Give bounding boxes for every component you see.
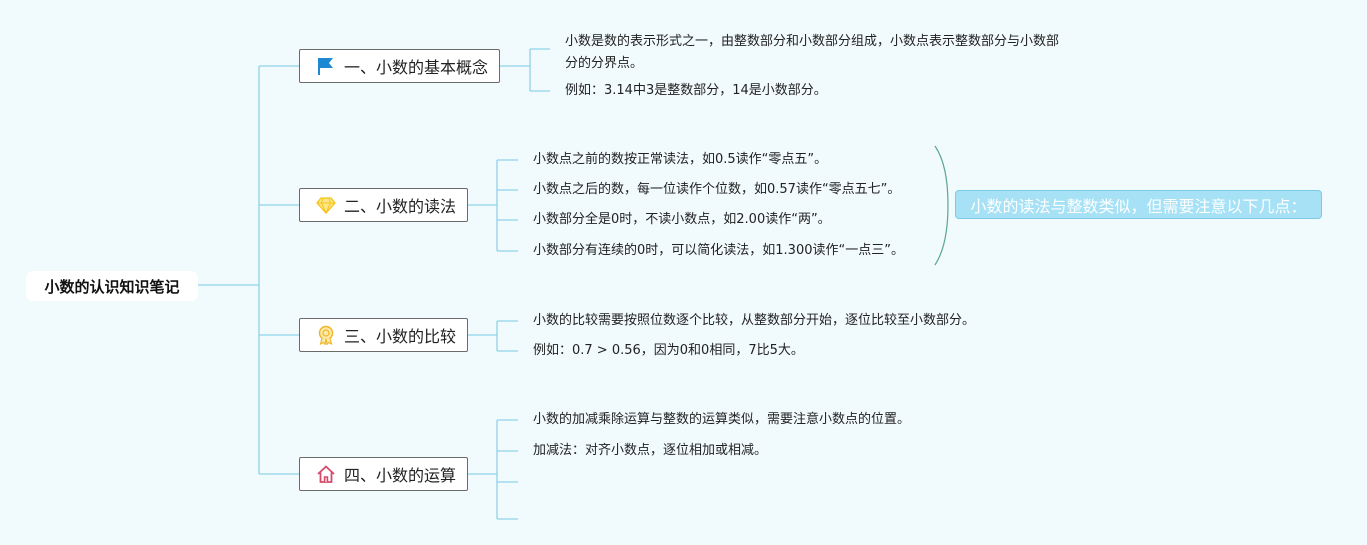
topic-operations[interactable]: 四、小数的运算 (299, 457, 468, 491)
leaf-note[interactable]: 小数的比较需要按照位数逐个比较，从整数部分开始，逐位比较至小数部分。 (533, 313, 976, 328)
summary-brace (934, 145, 949, 266)
flag-icon (316, 56, 336, 76)
home-icon (316, 464, 336, 484)
topic-reading[interactable]: 二、小数的读法 (299, 188, 468, 222)
leaf-note[interactable]: 小数部分全是0时，不读小数点，如2.00读作“两”。 (533, 212, 831, 227)
summary-label: 小数的读法与整数类似，但需要注意以下几点： (970, 196, 1307, 216)
leaf-note[interactable]: 加减法：对齐小数点，逐位相加或相减。 (533, 443, 768, 458)
topic-basic-concept[interactable]: 一、小数的基本概念 (299, 49, 500, 83)
topic-label: 二、小数的读法 (344, 197, 457, 216)
topic-label: 三、小数的比较 (344, 327, 457, 346)
topic-label: 一、小数的基本概念 (344, 58, 489, 77)
leaf-note[interactable]: 小数点之前的数按正常读法，如0.5读作“零点五”。 (533, 152, 828, 167)
leaf-note[interactable]: 例如：0.7 > 0.56，因为0和0相同，7比5大。 (533, 343, 804, 358)
topic-label: 四、小数的运算 (344, 466, 457, 485)
diamond-icon (316, 195, 336, 215)
leaf-note[interactable]: 小数的加减乘除运算与整数的运算类似，需要注意小数点的位置。 (533, 412, 911, 427)
leaf-note[interactable]: 小数点之后的数，每一位读作个位数，如0.57读作“零点五七”。 (533, 182, 901, 197)
leaf-note[interactable]: 例如：3.14中3是整数部分，14是小数部分。 (565, 83, 827, 98)
leaf-note[interactable]: 小数部分有连续的0时，可以简化读法，如1.300读作“一点三”。 (533, 243, 904, 258)
leaf-note[interactable]: 小数是数的表示形式之一，由整数部分和小数部分组成，小数点表示整数部分与小数部分的… (565, 34, 1060, 71)
root-topic[interactable]: 小数的认识知识笔记 (26, 271, 198, 301)
award-ribbon-icon (316, 325, 336, 345)
summary-callout[interactable]: 小数的读法与整数类似，但需要注意以下几点： (955, 190, 1322, 219)
topic-comparison[interactable]: 三、小数的比较 (299, 318, 468, 352)
root-topic-label: 小数的认识知识笔记 (44, 277, 180, 296)
